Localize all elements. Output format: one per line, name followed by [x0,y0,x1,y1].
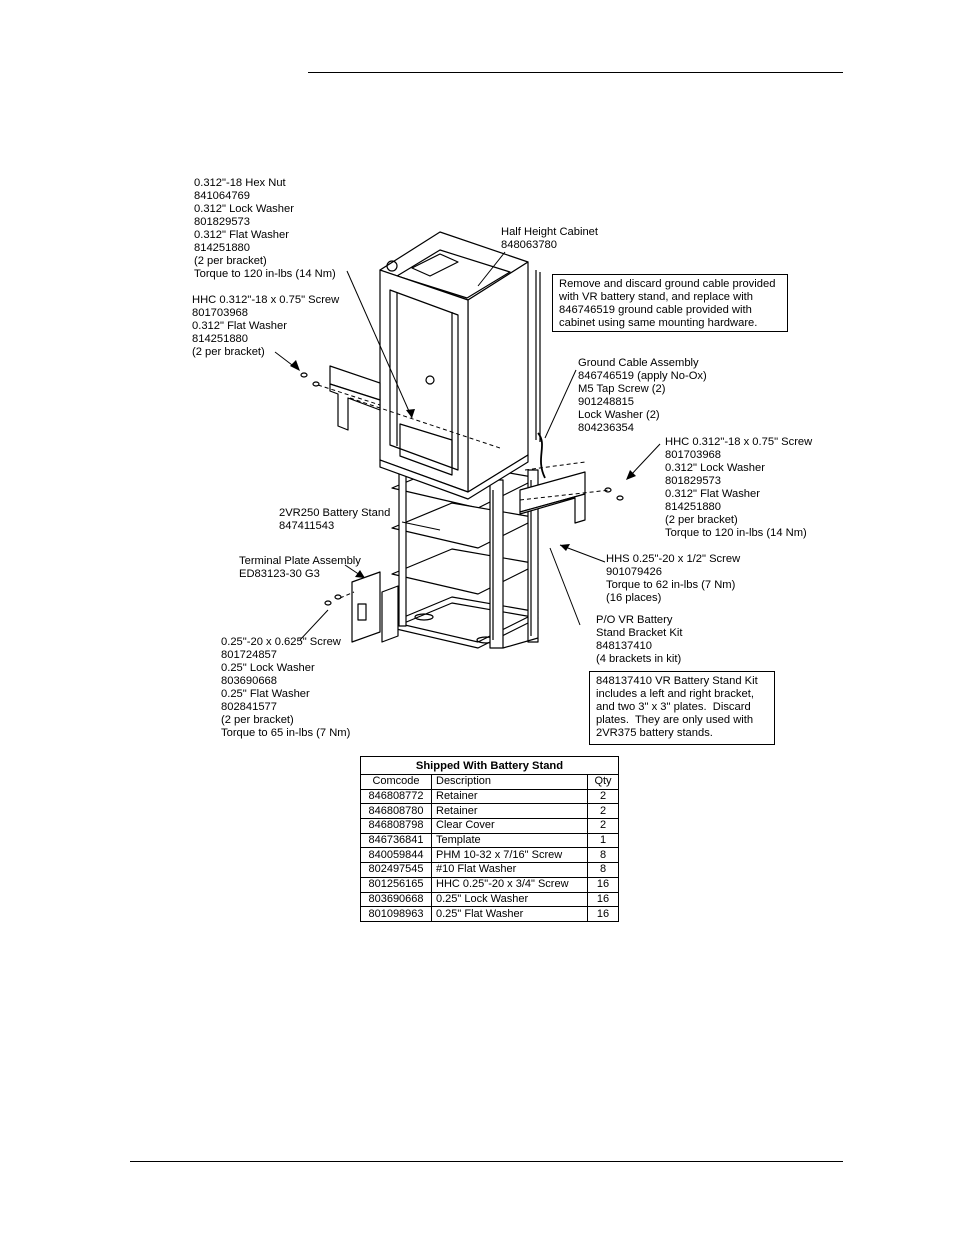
cell-comcode: 801256165 [360,876,432,893]
hex-nut-callout: 0.312"-18 Hex Nut 841064769 0.312" Lock … [194,177,336,280]
right-bracket [519,471,624,524]
cell-description: PHM 10-32 x 7/16" Screw [431,847,588,864]
cell-comcode: 846808772 [360,788,432,805]
cabinet-body [379,231,541,500]
table-row: 840059844 PHM 10-32 x 7/16" Screw 8 [360,847,619,864]
cell-qty: 16 [587,876,619,893]
table-row: 801098963 0.25" Flat Washer 16 [360,906,619,922]
table-title: Shipped With Battery Stand [360,756,619,774]
ground-cable [537,432,546,479]
half-height-cabinet-callout: Half Height Cabinet 848063780 [501,226,599,251]
cell-qty: 8 [587,862,619,878]
cell-comcode: 846736841 [360,832,432,849]
cell-description: Retainer [431,788,588,805]
cell-comcode: 802497545 [360,862,432,878]
cell-qty: 16 [587,891,619,908]
table-row: 801256165 HHC 0.25"-20 x 3/4" Screw 16 [360,876,619,893]
cell-qty: 2 [587,818,619,834]
shipped-parts-table: Shipped With Battery Stand Comcode Descr… [360,756,619,922]
ground-cable-callout: Ground Cable Assembly 846746519 (apply N… [578,357,707,434]
cell-description: 0.25" Flat Washer [431,906,588,922]
header-qty: Qty [587,774,619,790]
cell-qty: 8 [587,847,619,864]
hhs-screw-callout: HHS 0.25"-20 x 1/2" Screw 901079426 Torq… [606,553,741,604]
table-row: 802497545 #10 Flat Washer 8 [360,862,619,878]
table-header-row: Comcode Description Qty [360,774,619,790]
table-row: 846808772 Retainer 2 [360,788,619,805]
table-row: 803690668 0.25" Lock Washer 16 [360,891,619,908]
cell-comcode: 846808780 [360,803,432,820]
cell-description: Clear Cover [431,818,588,834]
cell-comcode: 840059844 [360,847,432,864]
bracket-kit-callout: P/O VR Battery Stand Bracket Kit 8481374… [596,614,683,665]
battery-stand-callout: 2VR250 Battery Stand 847411543 [279,507,391,532]
cell-qty: 2 [587,803,619,820]
header-comcode: Comcode [360,774,432,790]
bracket-kit-note: 848137410 VR Battery Stand Kit includes … [589,671,775,745]
table-row: 846808798 Clear Cover 2 [360,818,619,834]
hhc-screw-left-callout: HHC 0.312"-18 x 0.75" Screw 801703968 0.… [192,294,340,358]
cell-description: HHC 0.25"-20 x 3/4" Screw [431,876,588,893]
cell-comcode: 846808798 [360,818,432,834]
cell-description: Retainer [431,803,588,820]
terminal-plate [324,571,399,643]
cell-description: 0.25" Lock Washer [431,891,588,908]
cell-qty: 16 [587,906,619,922]
table-row: 846808780 Retainer 2 [360,803,619,820]
cell-qty: 2 [587,788,619,805]
ground-cable-note: Remove and discard ground cable provided… [552,274,788,332]
cell-description: Template [431,832,588,849]
header-description: Description [431,774,588,790]
hhc-screw-right-callout: HHC 0.312"-18 x 0.75" Screw 801703968 0.… [665,436,813,539]
screw-0625-callout: 0.25"-20 x 0.625" Screw 801724857 0.25" … [221,636,351,739]
footer-rule [130,1161,843,1162]
table-row: 846736841 Template 1 [360,832,619,849]
header-rule [308,72,843,73]
cell-comcode: 801098963 [360,906,432,922]
left-bracket [300,365,381,431]
cell-comcode: 803690668 [360,891,432,908]
cell-description: #10 Flat Washer [431,862,588,878]
terminal-plate-callout: Terminal Plate Assembly ED83123-30 G3 [239,555,361,580]
cell-qty: 1 [587,832,619,849]
